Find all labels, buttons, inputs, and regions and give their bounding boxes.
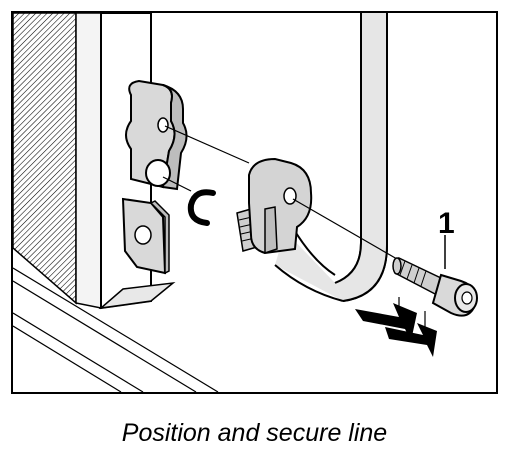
- direction-arrow: [355, 297, 437, 357]
- exploded-assembly-drawing: [13, 13, 478, 392]
- bolt: [392, 256, 478, 317]
- callout-label-1: 1: [438, 207, 455, 240]
- vertical-line-pipe: [334, 13, 388, 302]
- figure-caption: Position and secure line: [121, 419, 388, 447]
- alignment-lines: [162, 125, 398, 260]
- floor-lines: [13, 267, 219, 392]
- bracket-tab: [121, 197, 170, 275]
- o-ring-seal: [187, 189, 216, 226]
- mounting-block: [125, 79, 188, 191]
- condenser-fins: [13, 13, 77, 305]
- illustration-frame: 1: [11, 11, 498, 394]
- line-fitting: [236, 157, 313, 255]
